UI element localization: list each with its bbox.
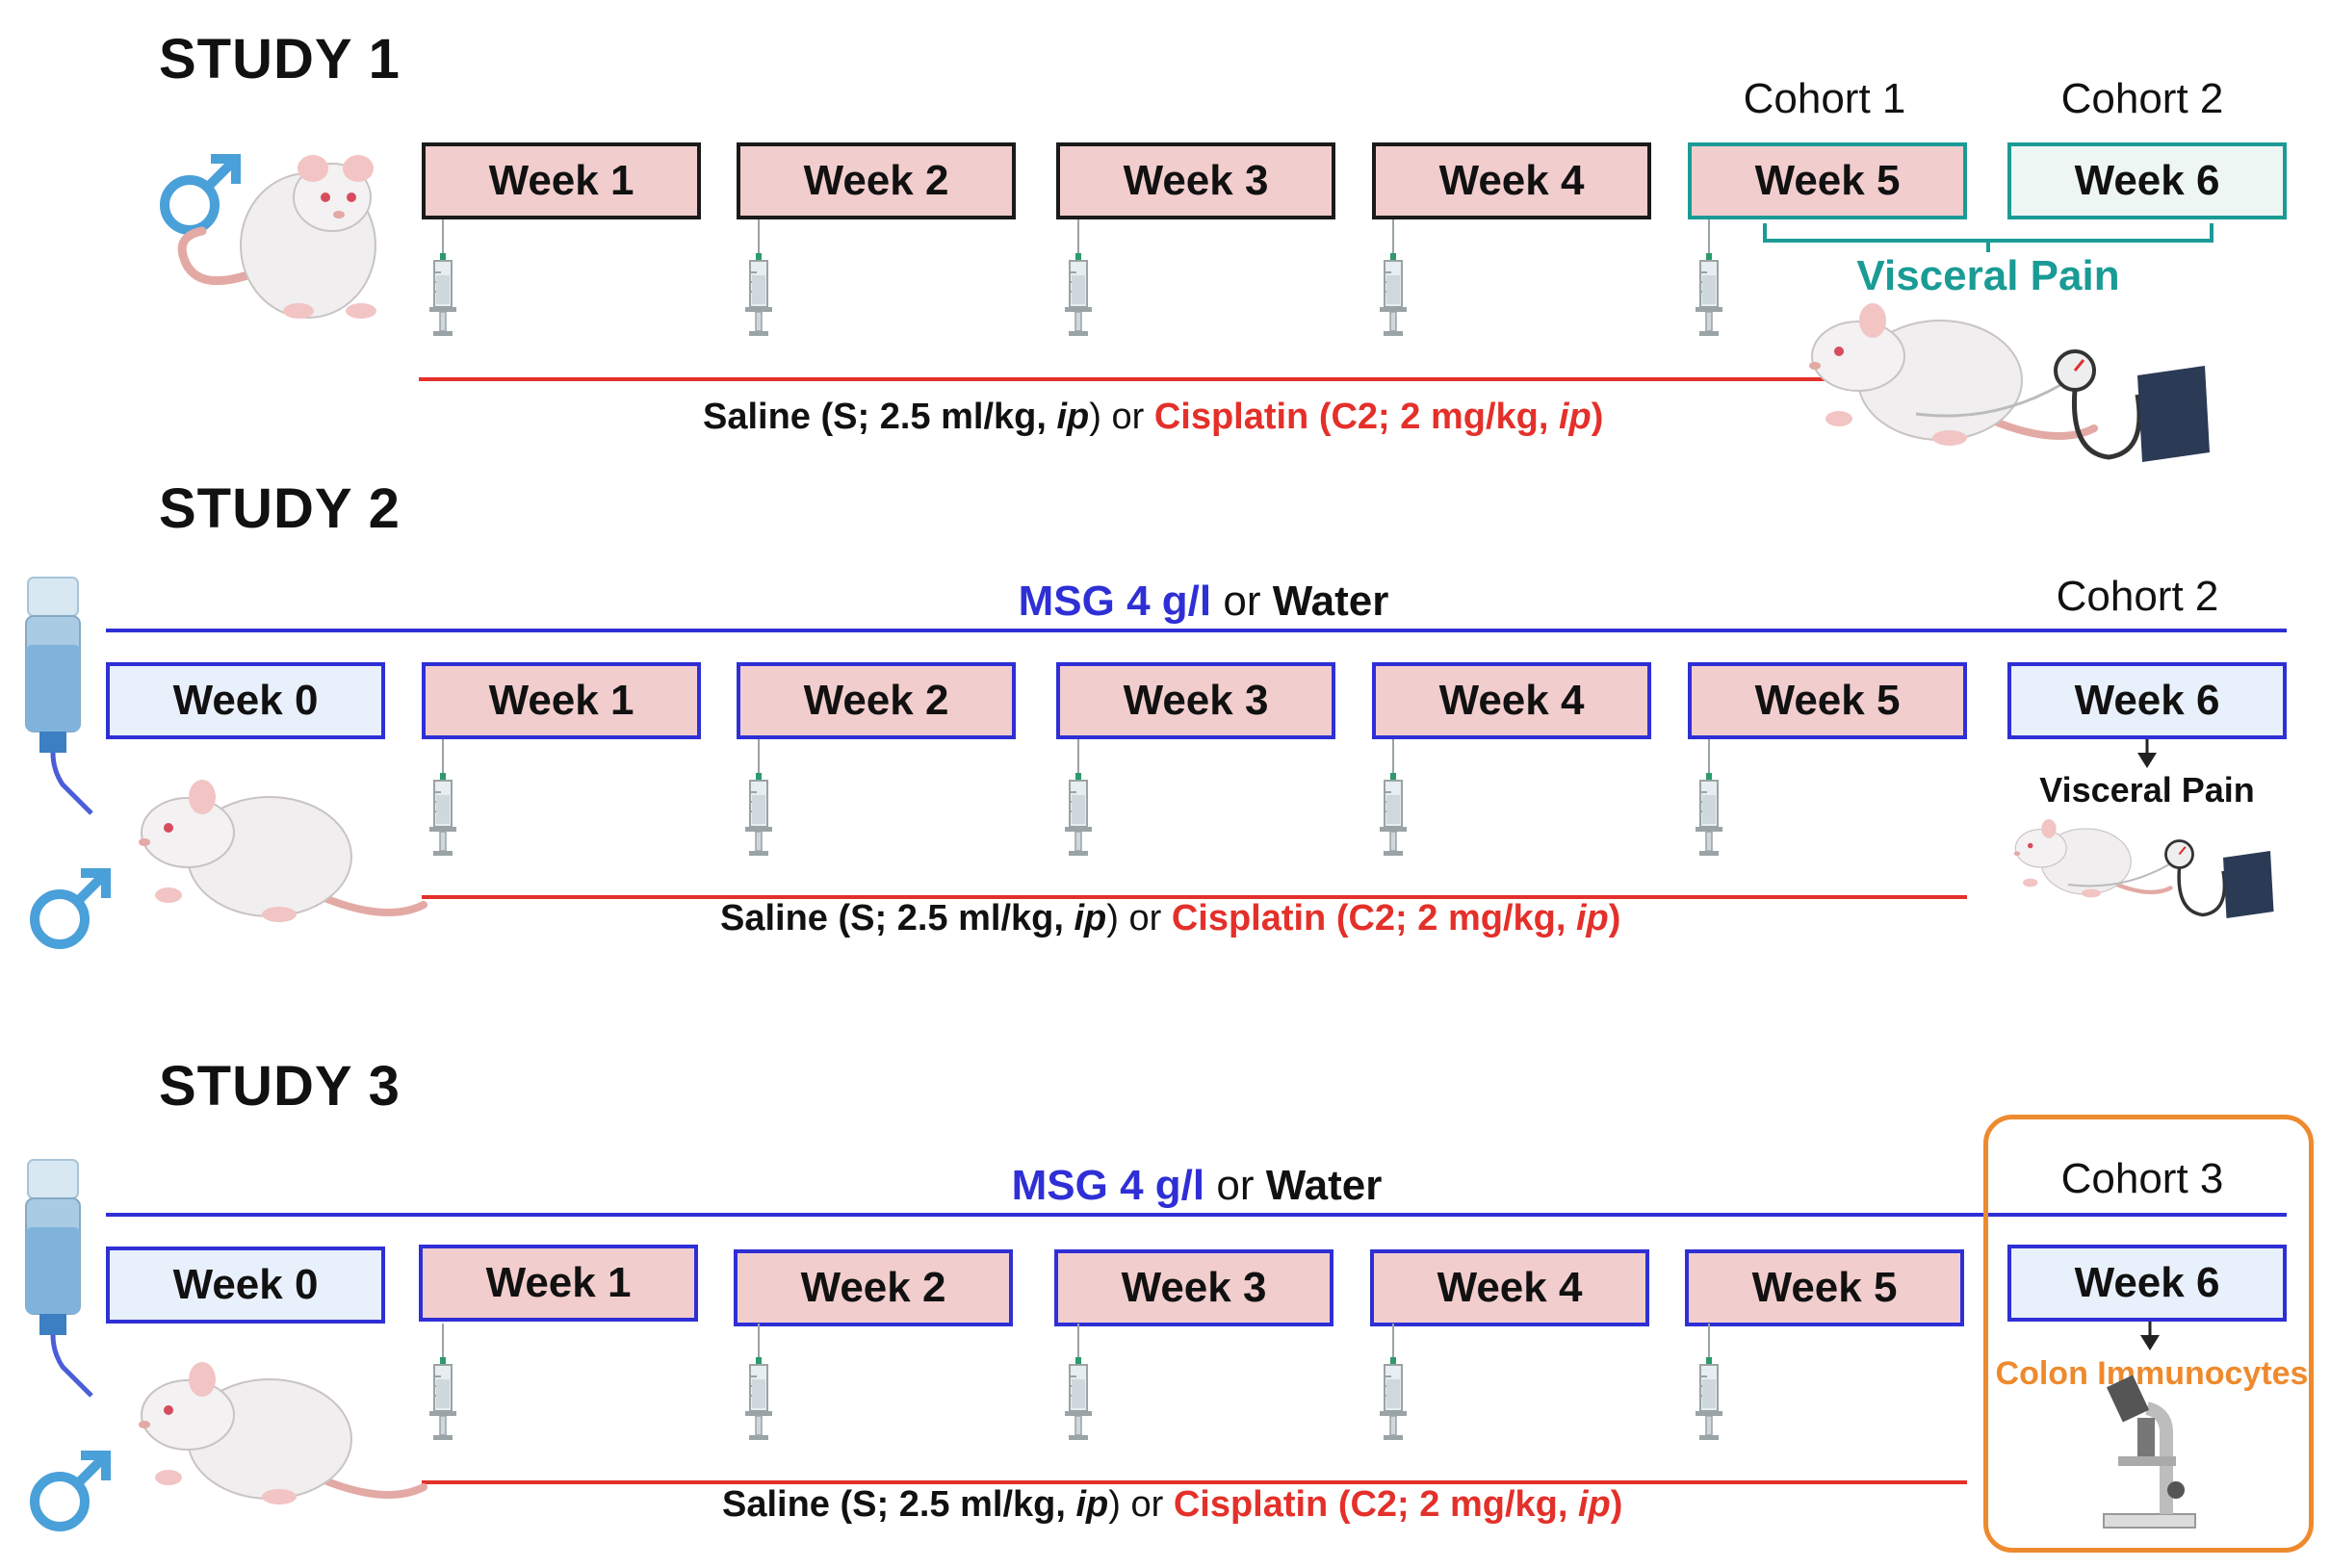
- study1-title: STUDY 1: [159, 28, 401, 90]
- study3-week0-box: Week 0: [106, 1247, 385, 1324]
- study3-diet-line: [106, 1213, 2287, 1217]
- study2-week5-box: Week 5: [1688, 662, 1967, 739]
- male-symbol-icon: [35, 1455, 106, 1527]
- syringe-icon: [1379, 1323, 1408, 1441]
- study3-week6-box: Week 6: [2007, 1245, 2287, 1322]
- study2-week3-box: Week 3: [1056, 662, 1335, 739]
- cohort3-frame: [1983, 1115, 2314, 1553]
- syringe-icon: [744, 738, 773, 857]
- syringe-icon: [744, 1323, 773, 1441]
- study2-treatment-label: Saline (S; 2.5 ml/kg, ip) or Cisplatin (…: [720, 898, 1621, 938]
- water-bottle-icon: [26, 578, 91, 813]
- study2-week6-box: Week 6: [2007, 662, 2287, 739]
- study2-title: STUDY 2: [159, 477, 401, 540]
- syringe-icon: [1064, 218, 1093, 337]
- study3-title: STUDY 3: [159, 1055, 401, 1118]
- rat-icon: [1809, 303, 2094, 446]
- syringe-icon: [428, 738, 457, 857]
- syringe-icon: [1695, 218, 1723, 337]
- study1-treatment-line: [419, 377, 1844, 381]
- study2-visceral-pain-label: Visceral Pain: [2039, 770, 2255, 810]
- study1-week3-box: Week 3: [1056, 142, 1335, 219]
- study1-week6-box: Week 6: [2007, 142, 2287, 219]
- syringe-icon: [1379, 218, 1408, 337]
- syringe-icon: [1379, 738, 1408, 857]
- study3-week1-box: Week 1: [419, 1245, 698, 1322]
- male-symbol-icon: [35, 873, 106, 944]
- study2-diet-label: MSG 4 g/l or Water: [1018, 578, 1389, 625]
- study2-week2-box: Week 2: [737, 662, 1016, 739]
- study3-week5-box: Week 5: [1685, 1249, 1964, 1326]
- syringe-icon: [428, 1323, 457, 1441]
- syringe-icon: [1695, 738, 1723, 857]
- study3-week4-box: Week 4: [1370, 1249, 1649, 1326]
- study1-visceral-pain-label: Visceral Pain: [1856, 252, 2120, 299]
- syringe-icon: [1695, 1323, 1723, 1441]
- study2-diet-line: [106, 629, 2287, 632]
- study3-treatment-line: [422, 1480, 1967, 1484]
- syringe-icon: [1064, 1323, 1093, 1441]
- study3-cohort-label: Cohort 3: [2060, 1155, 2224, 1202]
- study2-week0-box: Week 0: [106, 662, 385, 739]
- study1-treatment-label: Saline (S; 2.5 ml/kg, ip) or Cisplatin (…: [703, 397, 1604, 437]
- study1-week5-box: Week 5: [1688, 142, 1967, 219]
- study3-diet-label: MSG 4 g/l or Water: [1011, 1162, 1383, 1209]
- study3-week3-box: Week 3: [1054, 1249, 1333, 1326]
- study2-week4-box: Week 4: [1372, 662, 1651, 739]
- study2-cohort-label: Cohort 2: [2056, 573, 2219, 620]
- study2-week1-box: Week 1: [422, 662, 701, 739]
- study3-week2-box: Week 2: [734, 1249, 1013, 1326]
- study1-week1-box: Week 1: [422, 142, 701, 219]
- study1-week4-box: Week 4: [1372, 142, 1651, 219]
- syringe-icon: [1064, 738, 1093, 857]
- male-symbol-icon: [165, 159, 236, 230]
- study1-cohort1-label: Cohort 1: [1743, 75, 1906, 122]
- microscope-icon: [2104, 1375, 2195, 1528]
- syringe-icon: [428, 218, 457, 337]
- study3-colon-immunocytes-label: Colon Immunocytes: [1995, 1355, 2309, 1392]
- study3-treatment-label: Saline (S; 2.5 ml/kg, ip) or Cisplatin (…: [722, 1484, 1623, 1525]
- syringe-icon: [744, 218, 773, 337]
- study2-treatment-line: [422, 895, 1967, 899]
- rat-icon: [139, 1362, 424, 1504]
- study1-cohort2-label: Cohort 2: [2060, 75, 2224, 122]
- water-bottle-icon: [26, 1160, 91, 1396]
- study1-week2-box: Week 2: [737, 142, 1016, 219]
- rat-icon: [139, 780, 424, 922]
